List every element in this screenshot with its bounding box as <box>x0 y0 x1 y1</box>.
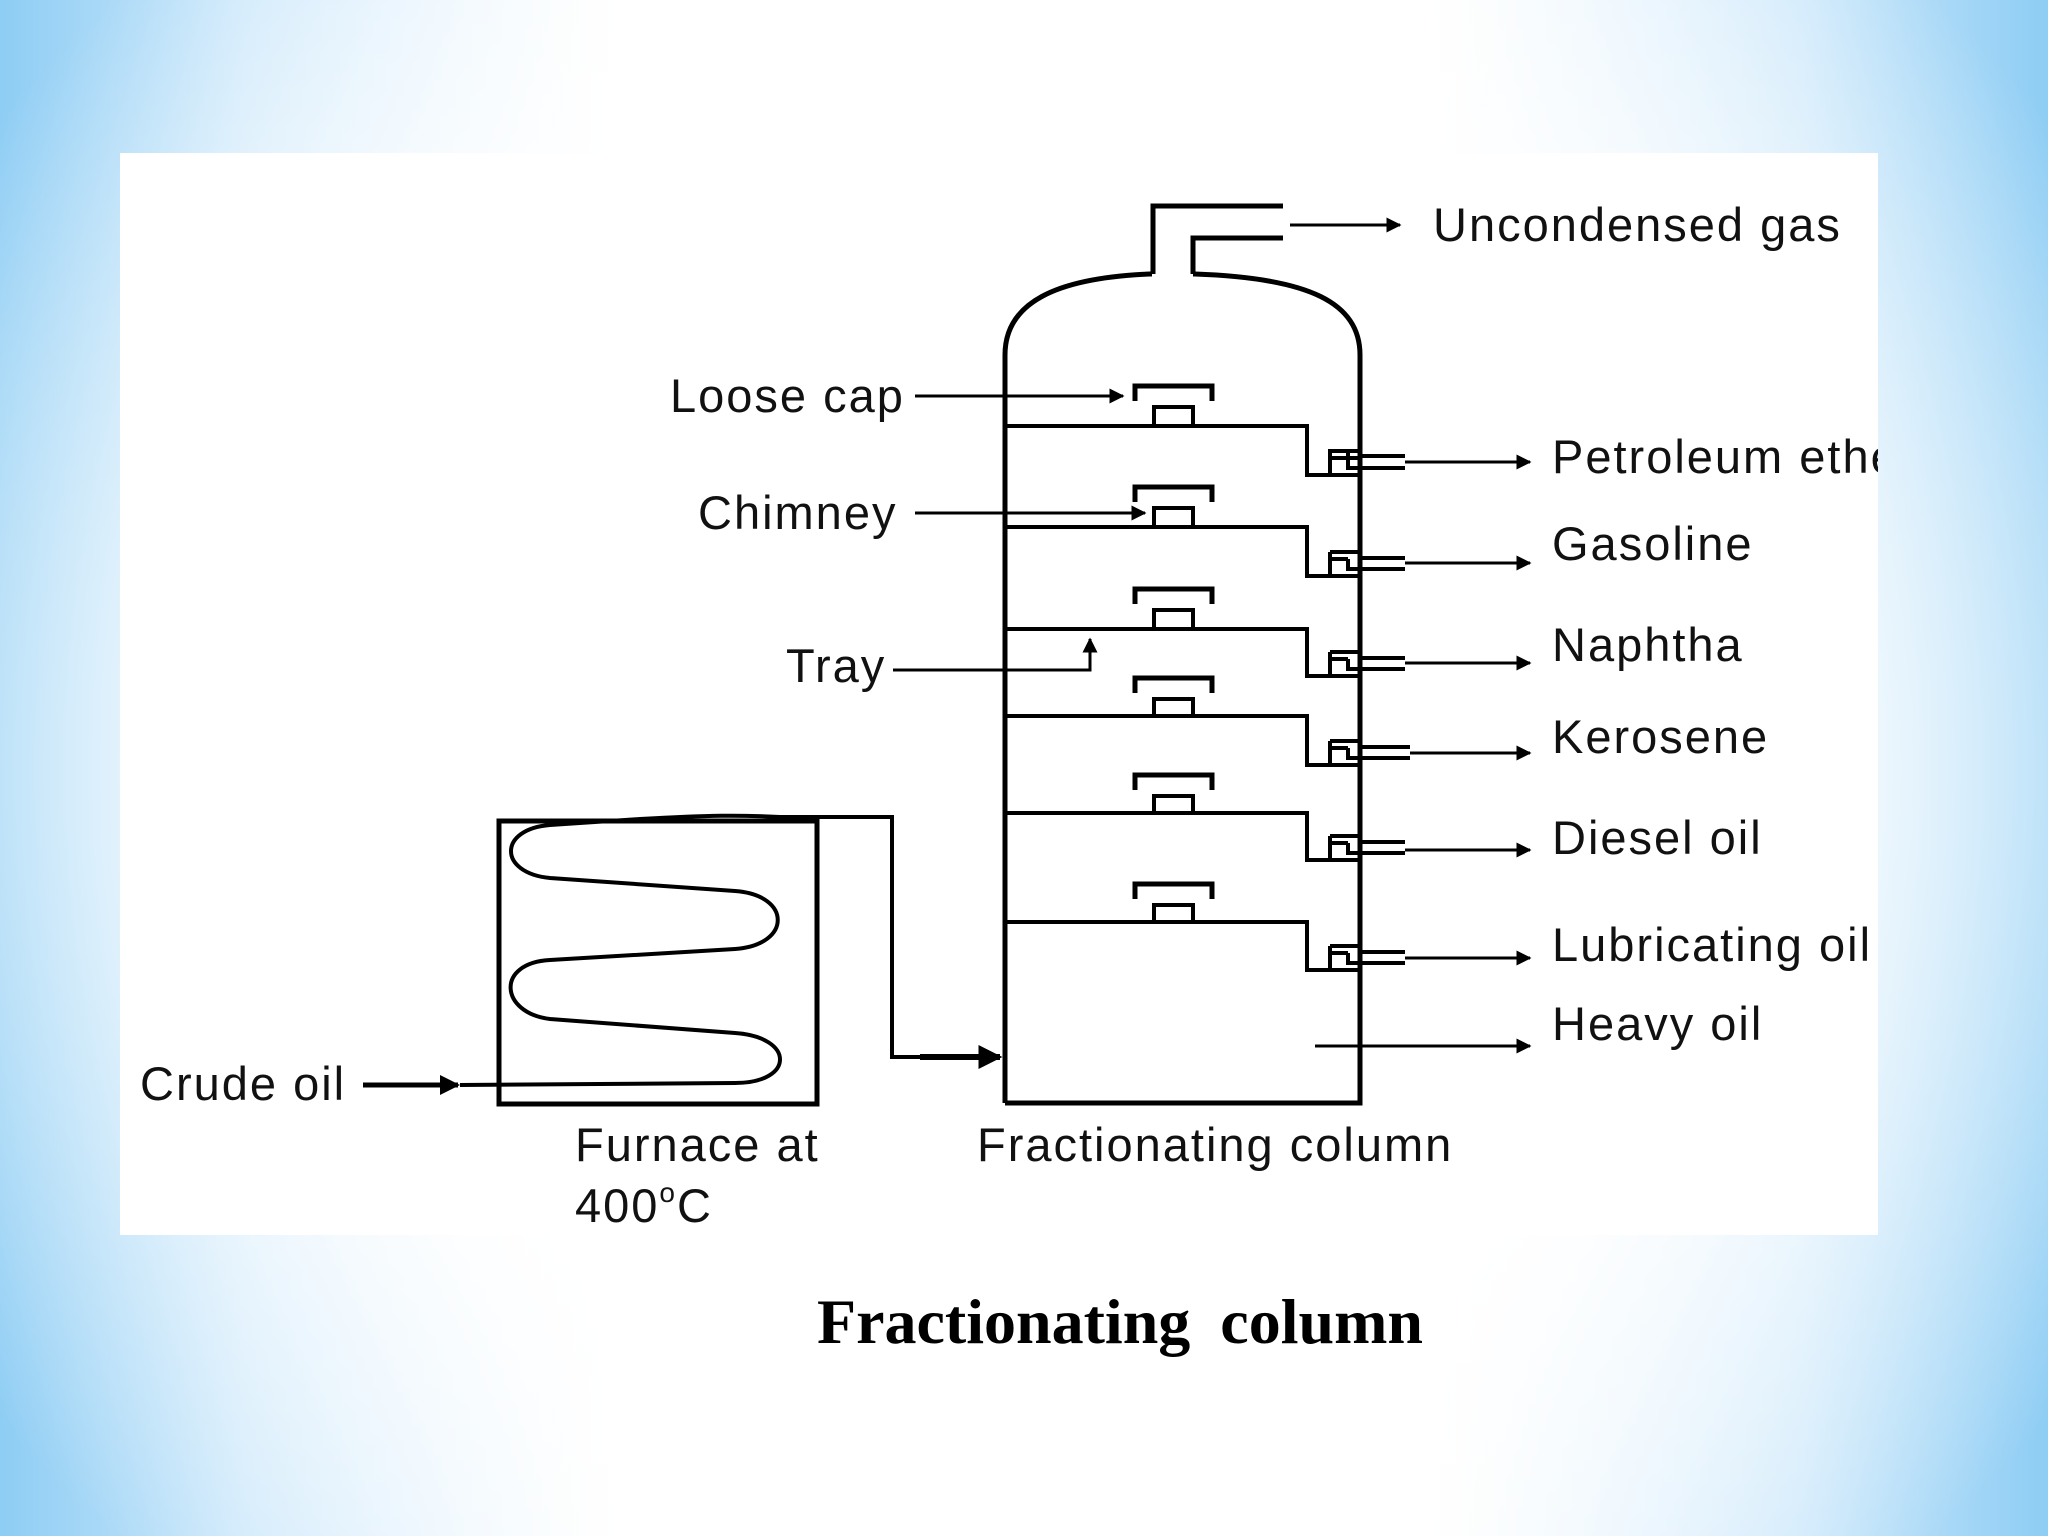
furnace-temp-value: 400 <box>575 1179 659 1232</box>
bubble-cap-4 <box>1132 675 1215 716</box>
tray-pointer <box>893 637 1098 672</box>
fraction-label-naphtha: Naphtha <box>1552 618 1744 671</box>
tray-1 <box>1005 424 1360 477</box>
fractionating-column-diagram: Uncondensed gas Loose cap Chimney Tray C… <box>140 198 1878 1232</box>
fraction-arrows <box>1315 454 1532 1054</box>
fraction-label-diesel-oil: Diesel oil <box>1552 811 1763 864</box>
crude-oil-label: Crude oil <box>140 1057 346 1110</box>
column-shell <box>1002 271 1363 1106</box>
column-label: Fractionating column <box>977 1118 1453 1171</box>
chimney-label: Chimney <box>698 486 897 539</box>
outlet-3 <box>1328 650 1405 676</box>
furnace-temp-unit: C <box>677 1179 713 1232</box>
outlet-6 <box>1328 944 1405 970</box>
fraction-label-kerosene: Kerosene <box>1552 710 1769 763</box>
tray-label: Tray <box>786 639 886 692</box>
outlet-4 <box>1328 739 1410 765</box>
furnace-label: Furnace at <box>575 1118 820 1171</box>
draw-off-outlets <box>1328 449 1410 970</box>
furnace-box <box>496 818 820 1107</box>
diagram-panel: Uncondensed gas Loose cap Chimney Tray C… <box>120 153 1878 1235</box>
outlet-2 <box>1328 550 1405 576</box>
fraction-labels: Petroleum ether Gasoline Naphtha Kerosen… <box>1552 430 1878 1050</box>
fraction-label-petroleum-ether: Petroleum ether <box>1552 430 1878 483</box>
uncondensed-gas-label: Uncondensed gas <box>1433 198 1842 251</box>
bubble-cap-6 <box>1132 881 1215 922</box>
bubble-cap-1 <box>1132 383 1215 426</box>
tray-5 <box>1005 811 1360 862</box>
furnace-temperature: 400oC <box>575 1177 713 1232</box>
heating-coil <box>459 813 990 1087</box>
loose-cap-label: Loose cap <box>670 369 905 422</box>
gas-outlet-pipe <box>1150 203 1283 274</box>
bubble-caps <box>1132 383 1215 922</box>
bubble-cap-3 <box>1132 586 1215 629</box>
fraction-label-heavy-oil: Heavy oil <box>1552 997 1763 1050</box>
furnace-temp-degree: o <box>659 1177 677 1208</box>
figure-caption: Fractionating column <box>770 1282 1470 1362</box>
outlet-5 <box>1328 834 1405 860</box>
fraction-label-lubricating-oil: Lubricating oil <box>1552 918 1872 971</box>
tray-4 <box>1005 714 1360 767</box>
tray-6 <box>1005 920 1360 972</box>
bubble-cap-5 <box>1132 772 1215 813</box>
figure-caption-text: Fractionating column <box>817 1286 1423 1357</box>
outlet-1 <box>1328 449 1360 475</box>
fraction-label-gasoline: Gasoline <box>1552 517 1754 570</box>
tray-2 <box>1005 525 1360 578</box>
bubble-cap-2 <box>1132 484 1215 527</box>
